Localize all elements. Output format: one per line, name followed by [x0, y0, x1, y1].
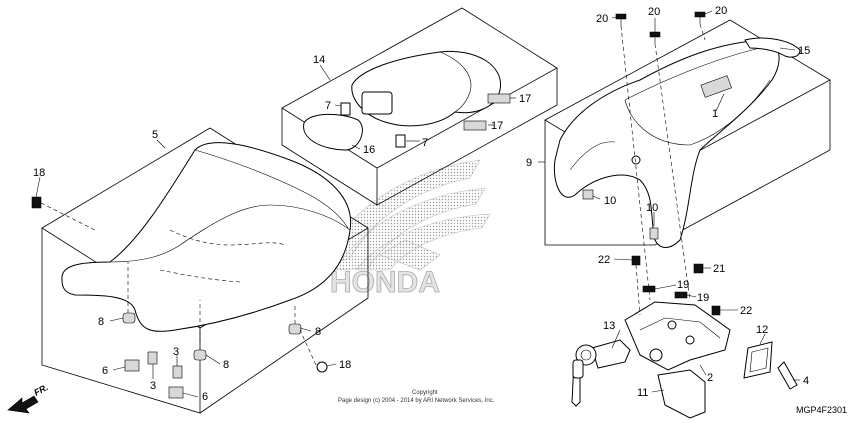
callout-7a: 7 — [325, 100, 331, 112]
callout-18b: 18 — [339, 359, 351, 371]
seal-and-clip — [743, 341, 798, 390]
leader-lines — [35, 10, 800, 398]
callout-22a: 22 — [598, 254, 610, 266]
callout-10b: 10 — [646, 202, 658, 214]
front-label: FR. — [32, 382, 49, 398]
callout-19a: 19 — [677, 279, 689, 291]
callout-8a: 8 — [98, 316, 104, 328]
front-seat — [61, 142, 352, 332]
callout-17b: 17 — [491, 120, 503, 132]
callout-14: 14 — [313, 54, 325, 66]
callout-20a: 20 — [596, 13, 608, 25]
callout-3a: 3 — [173, 346, 179, 358]
callout-1: 1 — [712, 108, 718, 120]
callout-19b: 19 — [697, 292, 709, 304]
callout-10a: 10 — [604, 195, 616, 207]
callout-3b: 3 — [150, 380, 156, 392]
honda-watermark-text: HONDA — [330, 266, 440, 299]
callout-16: 16 — [363, 144, 375, 156]
callout-6b: 6 — [202, 391, 208, 403]
callout-12: 12 — [756, 324, 768, 336]
seat-hardware — [31, 196, 328, 399]
callout-labels: 1 2 3 3 4 5 6 6 7 7 8 8 8 9 10 10 11 12 … — [33, 5, 810, 403]
callout-11: 11 — [637, 387, 648, 399]
callout-15: 15 — [798, 45, 810, 57]
callout-6a: 6 — [102, 365, 108, 377]
rear-cowl — [553, 37, 801, 248]
callout-8c: 8 — [223, 359, 229, 371]
callout-17a: 17 — [519, 93, 531, 105]
copyright-line-1: Copyright — [412, 390, 438, 396]
callout-20b: 20 — [648, 6, 660, 18]
bolts-20 — [615, 11, 706, 301]
callout-4: 4 — [803, 375, 809, 387]
seat-cowl — [303, 50, 511, 151]
callout-22b: 22 — [740, 305, 752, 317]
copyright-line-2: Page design (c) 2004 - 2014 by ARI Netwo… — [338, 398, 495, 404]
callout-2: 2 — [707, 372, 713, 384]
callout-9: 9 — [526, 157, 532, 169]
diagram-code: MGP4F2301 — [796, 405, 847, 415]
callout-20c: 20 — [715, 5, 727, 17]
callout-13: 13 — [603, 320, 615, 332]
front-direction-arrow: FR. — [7, 382, 50, 414]
seat-lock-bracket — [624, 255, 731, 419]
callout-5: 5 — [152, 129, 158, 141]
callout-7b: 7 — [422, 137, 428, 149]
callout-21: 21 — [713, 263, 725, 275]
callout-8b: 8 — [315, 326, 321, 338]
honda-wing-watermark: HONDA — [317, 159, 491, 299]
key-lock-cylinder — [571, 339, 631, 407]
callout-18a: 18 — [33, 167, 45, 179]
